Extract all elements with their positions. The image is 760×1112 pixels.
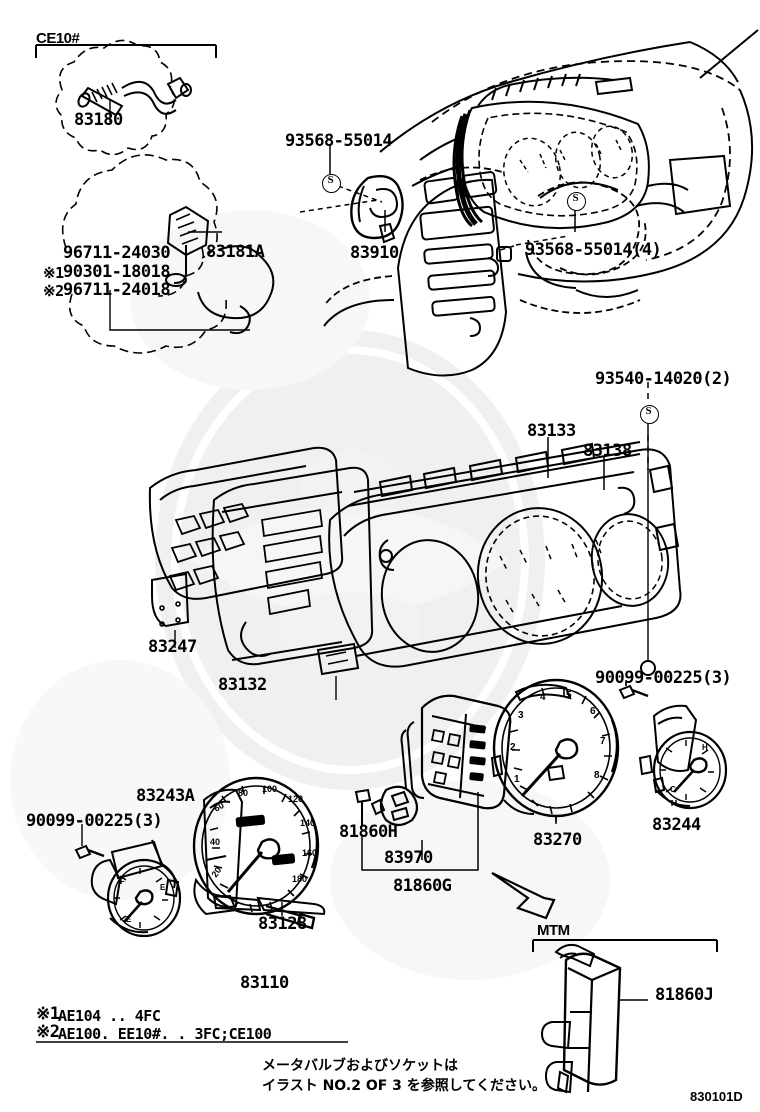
part-label-p83970: 83970: [384, 848, 433, 868]
japanese-note-line-2: イラスト NO.2 OF 3 を参照してください。: [262, 1078, 546, 1094]
footnote-1-mark: ※1: [36, 1004, 60, 1024]
svg-text:80: 80: [238, 788, 248, 798]
screw-marker-s-1-inner: S: [327, 174, 334, 186]
part-83244-water-temperature-gauge: H C: [638, 704, 728, 810]
part-label-p96711_24030: 96711-24030: [63, 243, 171, 263]
part-83180-vehicle-speed-sensor: [55, 39, 192, 156]
part-label-p90099b: 90099-00225(3): [26, 811, 163, 831]
japanese-note-line-1: メータバルブおよびソケットは: [262, 1058, 458, 1074]
mtm-direction-arrow: [491, 872, 556, 920]
svg-text:E: E: [160, 883, 166, 892]
part-label-mark1: ※1: [43, 264, 64, 282]
part-label-p81860J: 81860J: [655, 985, 714, 1005]
footnote-1-text: AE104 .. 4FC: [58, 1007, 161, 1025]
svg-text:120: 120: [288, 794, 303, 804]
part-81860J-wire-harness-connector: [540, 943, 648, 1094]
svg-text:4: 4: [540, 692, 546, 703]
part-label-mark2: ※2: [43, 282, 64, 300]
part-label-p83270: 83270: [533, 830, 582, 850]
svg-text:6: 6: [590, 706, 596, 717]
part-label-p90301_18018: 90301-18018: [63, 262, 171, 282]
leader-lines-top: [299, 144, 576, 251]
part-label-p90099a: 90099-00225(3): [595, 668, 732, 688]
part-label-p83110: 83110: [240, 973, 289, 993]
svg-text:180: 180: [292, 874, 307, 884]
part-label-p83244: 83244: [652, 815, 701, 835]
leader-lines-middle: [547, 382, 649, 490]
svg-text:E: E: [126, 915, 132, 924]
part-label-p83243A: 83243A: [136, 786, 195, 806]
part-label-p81860G: 81860G: [393, 876, 452, 896]
svg-text:C: C: [670, 785, 676, 794]
part-label-p96711_24018: 96711-24018: [63, 280, 171, 300]
part-label-p83133: 83133: [527, 421, 576, 441]
screw-marker-s-3: [640, 405, 659, 424]
screw-marker-s-2-inner: S: [572, 192, 579, 204]
part-label-p93568b: 93568-55014(4): [525, 240, 662, 260]
part-label-p83138: 83138: [583, 441, 632, 461]
part-group-81860G-printed-circuit: [354, 694, 512, 871]
svg-text:140: 140: [300, 818, 315, 828]
screw-marker-s-3-inner: S: [645, 405, 652, 417]
svg-text:160: 160: [302, 848, 317, 858]
part-label-p83247: 83247: [148, 637, 197, 657]
screw-marker-s-1: [322, 174, 341, 193]
part-fuel-gauge-sub-assembly: F E E: [74, 824, 182, 938]
svg-text:8: 8: [594, 770, 600, 781]
svg-text:F: F: [120, 877, 125, 886]
svg-text:2: 2: [510, 742, 516, 753]
svg-text:60: 60: [212, 800, 226, 814]
footnote-2-text: AE100. EE10#. . 3FC;CE100: [58, 1025, 272, 1043]
group-bracket-mtm: [532, 939, 718, 952]
part-83243A-speedometer-assembly: 20 40 60 80 100 120 140 160 180: [192, 776, 326, 930]
footnote-2-mark: ※2: [36, 1022, 60, 1042]
part-label-p83132: 83132: [218, 675, 267, 695]
part-label-p81860H: 81860H: [339, 822, 398, 842]
svg-text:100: 100: [262, 784, 277, 794]
instrument-cluster-exploded-assembly: [148, 430, 682, 700]
part-label-p83181A: 83181A: [206, 242, 265, 262]
part-label-p83910: 83910: [350, 243, 399, 263]
part-83910-speedometer-switch: [350, 175, 404, 244]
part-label-p83180: 83180: [74, 110, 123, 130]
svg-text:H: H: [702, 743, 708, 752]
dashboard-assembly-illustration: [323, 29, 759, 377]
part-label-ce10: CE10#: [36, 30, 80, 47]
part-label-p83128: 83128: [258, 914, 307, 934]
part-label-p93540: 93540-14020(2): [595, 369, 732, 389]
group-bracket-ce10: [35, 44, 217, 58]
part-label-mtm: MTM: [537, 922, 570, 939]
svg-text:20: 20: [209, 865, 223, 879]
svg-text:5: 5: [566, 690, 572, 701]
svg-text:40: 40: [210, 837, 220, 847]
diagram-id: 830101D: [690, 1089, 743, 1104]
part-label-p93568a: 93568-55014: [285, 131, 393, 151]
svg-text:7: 7: [600, 736, 606, 747]
svg-text:3: 3: [518, 710, 524, 721]
svg-text:1: 1: [514, 774, 520, 785]
screw-marker-s-2: [567, 192, 586, 211]
part-83181A-speed-sensor-driven-gear: [61, 154, 275, 354]
